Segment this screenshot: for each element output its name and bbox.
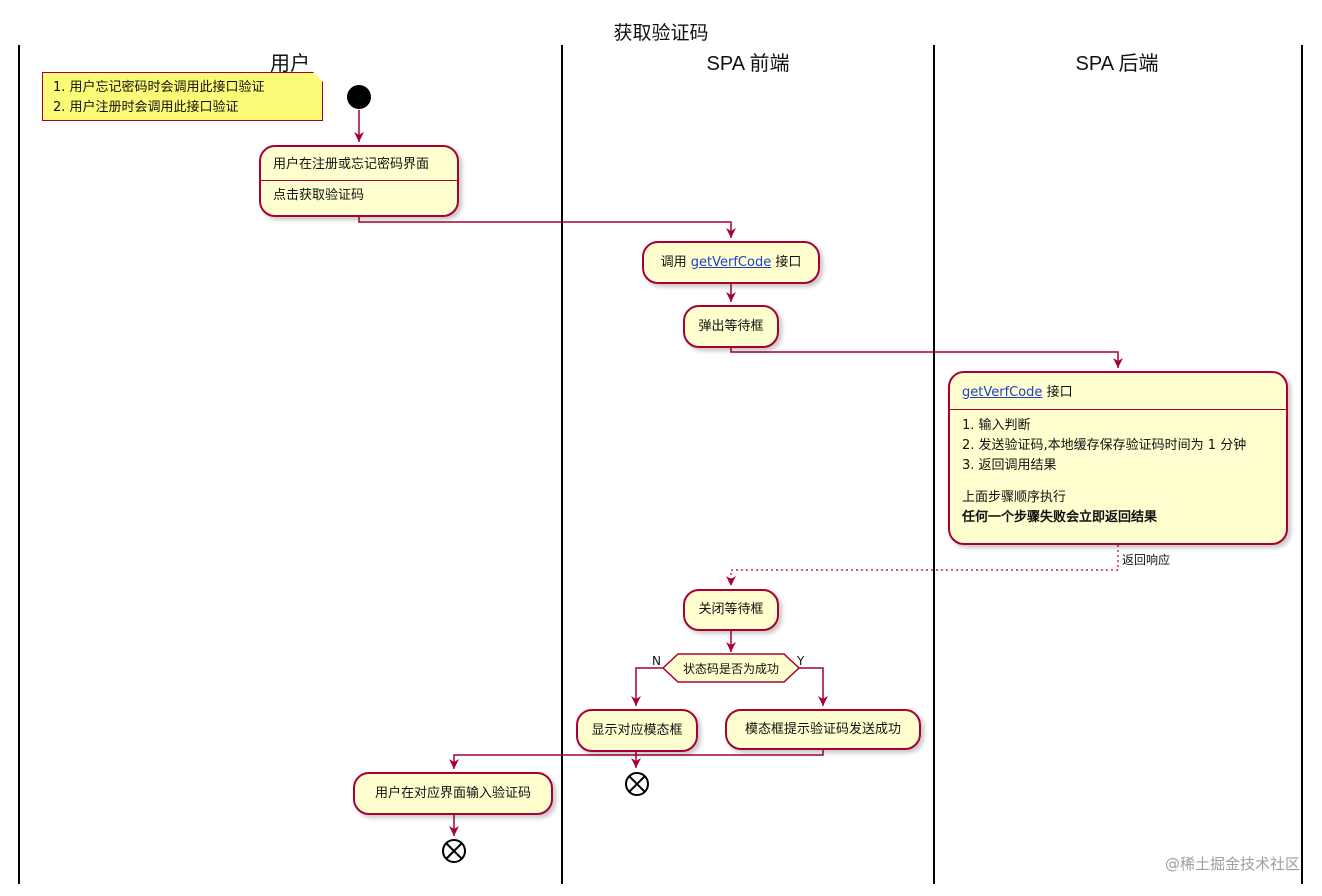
branch-yes-label: Y [797, 654, 805, 668]
note-line: 1. 用户忘记密码时会调用此接口验证 [53, 80, 265, 95]
api-link[interactable]: getVerfCode [690, 254, 772, 270]
node-separator [950, 409, 1286, 410]
branch-no-label: N [652, 654, 661, 668]
lane-title-user: 用户 [270, 53, 310, 75]
node-show-wait: 弹出等待框 [683, 305, 779, 348]
branch-no-arrow [631, 667, 663, 706]
return-flow-arrow [726, 545, 1119, 586]
note-line: 2. 用户注册时会调用此接口验证 [53, 100, 239, 115]
node-text: 调用 [660, 254, 691, 270]
node-input-code: 用户在对应界面输入验证码 [353, 772, 553, 815]
decision-label: 状态码是否为成功 [682, 662, 779, 676]
flow-arrow [358, 217, 736, 238]
node-line: 2. 发送验证码,本地缓存保存验证码时间为 1 分钟 [962, 438, 1247, 453]
lane-title-backend: SPA 后端 [1075, 53, 1159, 75]
branch-yes-arrow [799, 667, 828, 706]
start-node [347, 85, 371, 109]
node-call-api: 调用 getVerfCode 接口 [642, 241, 820, 284]
node-text: 接口 [1042, 385, 1073, 400]
note-box: 1. 用户忘记密码时会调用此接口验证 2. 用户注册时会调用此接口验证 [42, 72, 323, 121]
node-line: 3. 返回调用结果 [962, 458, 1057, 473]
end-node [625, 772, 649, 796]
return-label: 返回响应 [1122, 553, 1171, 567]
node-separator [261, 180, 457, 181]
node-line: 上面步骤顺序执行 [962, 490, 1067, 505]
watermark: @稀土掘金技术社区 [1164, 855, 1300, 873]
node-user-screen: 用户在注册或忘记密码界面 点击获取验证码 [259, 145, 459, 217]
node-close-wait: 关闭等待框 [683, 589, 779, 631]
node-line: 1. 输入判断 [962, 418, 1031, 433]
node-modal-success: 模态框提示验证码发送成功 [725, 709, 921, 750]
node-line: 用户在注册或忘记密码界面 [273, 157, 430, 172]
diagram-title: 获取验证码 [613, 22, 709, 44]
lane-title-frontend: SPA 前端 [706, 53, 790, 75]
node-text: 接口 [771, 254, 802, 270]
blank-line [950, 476, 1286, 488]
api-link[interactable]: getVerfCode [962, 385, 1043, 400]
node-show-modal: 显示对应模态框 [576, 709, 698, 752]
node-line: 点击获取验证码 [273, 188, 365, 203]
node-backend: getVerfCode 接口 1. 输入判断 2. 发送验证码,本地缓存保存验证… [948, 371, 1288, 545]
flow-arrow [449, 750, 824, 769]
end-node [442, 839, 466, 863]
flow-arrow [730, 348, 1123, 368]
node-line-bold: 任何一个步骤失败会立即返回结果 [962, 510, 1158, 525]
